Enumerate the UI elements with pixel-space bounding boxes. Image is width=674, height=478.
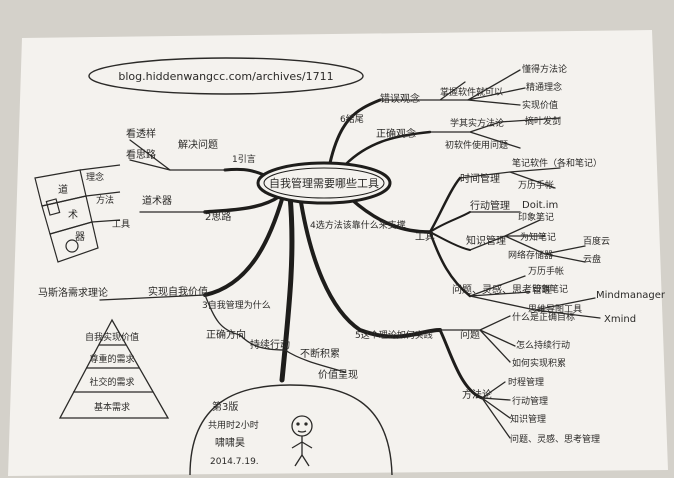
knowledge-item-2: 为知笔记: [520, 231, 556, 243]
central-node: [256, 161, 392, 205]
knowledge-item-1: 印象笔记: [518, 211, 554, 223]
pyramid-level-3: 社交的需求: [89, 376, 134, 388]
branch-3-item-4: 不断积累: [300, 347, 340, 360]
problem-q-1: 什么是正确目标: [512, 311, 575, 323]
branch-3-item-5: 价值呈现: [318, 368, 358, 381]
central-node-inner: [263, 167, 385, 199]
branch-3-item-1: 实现自我价值: [148, 285, 208, 298]
problem-q-2: 怎么持续行动: [516, 339, 570, 351]
problems-node: 问题: [460, 328, 480, 341]
minor-branches: [99, 69, 601, 439]
method-item-3: 知识管理: [510, 413, 546, 425]
method-item-4: 问题、灵感、思考管理: [510, 433, 600, 445]
branch-6-label: 6结尾: [340, 113, 364, 125]
stick-figure-icon: [291, 415, 313, 467]
grid-label-idea: 理念: [86, 171, 104, 183]
url-text: blog.hiddenwangcc.com/archives/1711: [118, 70, 333, 83]
grid-label-tool: 工具: [112, 219, 130, 230]
url-bubble: [88, 57, 364, 95]
wrong-concept-item: 掌握软件就可以: [440, 86, 503, 98]
problem-item-1: 万历手帐: [528, 265, 564, 277]
signature-bubble: [189, 384, 393, 476]
signature-time: 共用时2小时: [208, 419, 259, 431]
signature-author: 啸啸昊: [215, 437, 245, 449]
branch-2-item: 道术器: [142, 194, 172, 207]
branch-4-label: 4选方法该靠什么来支撑: [310, 219, 406, 231]
grid-label-method: 方法: [96, 194, 114, 206]
tools-node: 工具: [415, 231, 435, 243]
time-item-2: 万历手帐: [518, 179, 554, 191]
problem-item-3: 思维导图工具: [528, 303, 582, 315]
central-topic: 自我管理需要哪些工具: [269, 176, 379, 190]
paper-sheet: [8, 30, 668, 476]
branch-1-label: 1引言: [232, 153, 256, 165]
tool-mindmanager: Mindmanager: [596, 290, 666, 301]
problem-item-2: 印象笔记: [532, 283, 568, 295]
signature-version: 第3版: [212, 400, 238, 413]
branch-1-sub-2: 看思路: [126, 148, 156, 161]
signature-date: 2014.7.19.: [210, 457, 259, 467]
time-management: 时间管理: [460, 172, 500, 185]
wrong-concept: 错误观念: [380, 92, 420, 105]
right-concept: 正确观念: [376, 127, 416, 140]
knowledge-management: 知识管理: [466, 234, 506, 247]
method-item-1: 时程管理: [508, 376, 544, 388]
branch-5-label: 5这个理论如何实践: [355, 329, 433, 341]
grid-dao: 道: [58, 183, 68, 196]
branch-1-item: 解决问题: [178, 138, 218, 151]
method-item-2: 行动管理: [512, 395, 548, 407]
maslow-pyramid: [58, 318, 170, 419]
method-node: 方法论: [462, 388, 492, 401]
pyramid-level-2: 尊重的需求: [89, 353, 134, 365]
maslow-theory: 马斯洛需求理论: [38, 286, 108, 299]
grid-qi: 器: [75, 231, 85, 243]
problem-management: 问题、灵感、思考管理: [452, 283, 552, 296]
branch-1-sub-1: 看透样: [126, 127, 156, 140]
action-item-doit: Doit.im: [522, 200, 558, 211]
wrong-sub-3: 实现价值: [522, 99, 558, 111]
wrong-sub-1: 懂得方法论: [522, 63, 567, 75]
right-concept-item-1: 学其实方法论: [450, 117, 504, 129]
knowledge-item-3: 网络存储器: [508, 249, 553, 261]
pyramid-level-1: 自我实现价值: [85, 331, 139, 343]
branch-3-label: 3自我管理为什么: [202, 299, 271, 311]
action-management: 行动管理: [470, 199, 510, 212]
problem-q-3: 如何实现积累: [512, 357, 566, 369]
storage-item-1: 百度云: [583, 235, 610, 247]
pyramid-level-4: 基本需求: [94, 401, 130, 413]
dao-shu-qi-grid: [34, 164, 121, 263]
branch-3-item-2: 正确方向: [206, 328, 246, 341]
tool-xmind: Xmind: [604, 314, 636, 325]
storage-item-2: 云盘: [583, 253, 601, 265]
branch-3-item-3: 持续行动: [250, 338, 290, 351]
right-concept-item-2: 初软件使用问题: [445, 139, 508, 151]
grid-shu: 术: [68, 209, 78, 221]
right-concept-item-1-sub: 摘叶发剑: [525, 115, 561, 127]
time-item-1: 笔记软件（各和笔记）: [512, 157, 602, 169]
branch-2-label: 2思路: [205, 210, 231, 223]
wrong-sub-2: 精通理念: [526, 81, 562, 93]
